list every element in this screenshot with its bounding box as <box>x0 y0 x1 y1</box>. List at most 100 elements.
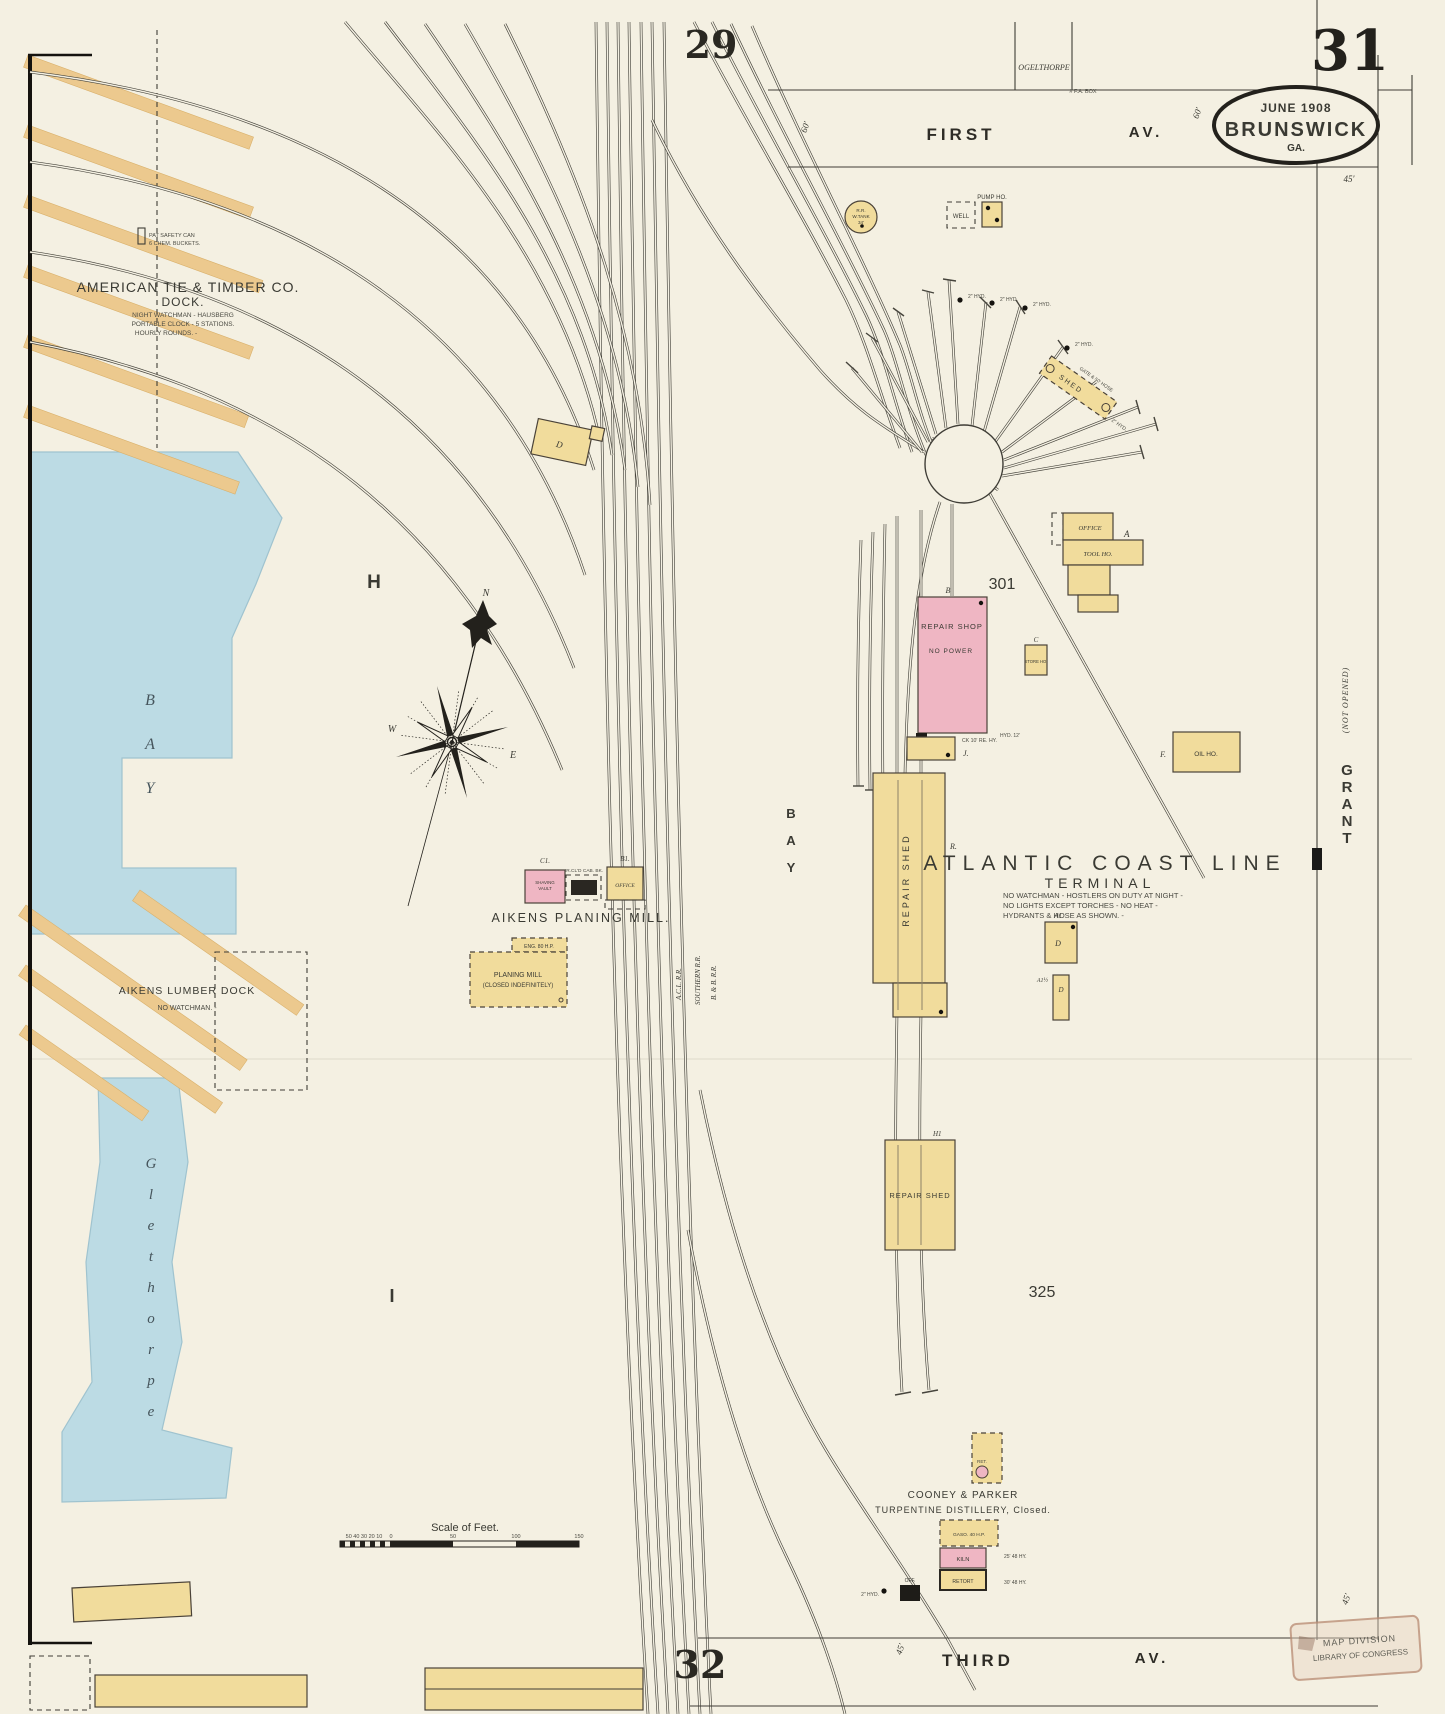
planing-mill-label: PLANING MILL <box>494 972 542 979</box>
shed <box>1038 355 1118 420</box>
block-325: 325 <box>1029 1284 1056 1301</box>
cooney-name-2: TURPENTINE DISTILLERY, Closed. <box>875 1505 1051 1515</box>
water-tank <box>844 200 878 234</box>
building-id-c1: C1. <box>540 857 550 865</box>
lumber-dock-dashed <box>214 951 308 1091</box>
ogelthorpe-street-label: OGELTHORPE <box>1018 63 1070 72</box>
shaving-vault-label-1: SHAVING <box>535 880 555 885</box>
scale-of-feet: Scale of Feet. 50 40 30 20 10 0 50 100 1… <box>339 1522 584 1548</box>
building-d-group: D <box>530 417 606 467</box>
width-60-left: 60' <box>799 119 812 134</box>
sheet-number: 31 <box>1311 18 1389 84</box>
width-45-grant-bottom: 45' <box>1340 1591 1353 1606</box>
building-j <box>906 736 956 761</box>
gaso-label: GASO. 40 H.P. <box>953 1532 985 1538</box>
block-i: I <box>389 1286 394 1306</box>
scale-title: Scale of Feet. <box>431 1522 499 1534</box>
compass-w: W <box>388 724 398 735</box>
shaving-vault <box>524 869 566 904</box>
street-lines <box>690 0 1413 1707</box>
safety-note-2: 6 CHEM. BUCKETS. <box>149 241 201 247</box>
width-60-right: 60' <box>1191 105 1204 120</box>
railroad-tracks <box>29 21 1206 1714</box>
scale-0: 0 <box>389 1534 392 1540</box>
building-id-b: B <box>946 586 951 595</box>
acl-note-1: NO WATCHMAN - HOSTLERS ON DUTY AT NIGHT … <box>1003 891 1183 900</box>
building-a1half <box>1052 974 1070 1021</box>
railroad-label-2: SOUTHERN R.R. <box>694 955 702 1005</box>
waterfront-building-2 <box>94 1674 308 1708</box>
third-avenue-label: THIRD <box>942 1651 1014 1670</box>
engine-house <box>511 937 568 953</box>
hyd-label-4: 2" HYD. <box>1075 342 1093 348</box>
third-avenue-av: AV. <box>1135 1650 1170 1667</box>
hydrant-dots <box>860 205 1076 1594</box>
width-45-grant-top: 45' <box>1344 174 1356 184</box>
scale-100: 100 <box>511 1534 520 1540</box>
library-stamp: MAP DIVISION LIBRARY OF CONGRESS <box>1289 1614 1423 1681</box>
city-name: BRUNSWICK <box>1225 119 1367 141</box>
ret-label: RET. <box>977 1459 987 1464</box>
paper-crease <box>30 1058 1412 1060</box>
lumber-dock-note: NO WATCHMAN. - <box>157 1005 217 1012</box>
building-id-a1half: A1½ <box>1036 977 1049 984</box>
building-id-r: R. <box>949 842 957 851</box>
kiln-hydrant-label: 2" HYD. <box>861 1592 879 1598</box>
store-house <box>1024 644 1048 676</box>
repair-shed-1-label: REPAIR SHED <box>901 833 911 926</box>
waterfront-building-1 <box>71 1581 193 1623</box>
engine-label: ENG. 80 H.P. <box>524 944 554 950</box>
building-id-h1: H1 <box>932 1130 942 1138</box>
compass-n: N <box>482 588 491 599</box>
pump-house-label: PUMP HO. <box>977 195 1007 201</box>
sheet-border-left <box>28 55 32 1645</box>
aikens-office-label: OFFICE <box>615 883 635 889</box>
planing-mill-building <box>469 951 568 1008</box>
creek-water <box>61 1077 233 1503</box>
building-id-f: F. <box>1159 750 1166 759</box>
retort-label: RETORT <box>952 1579 974 1585</box>
acl-office-complex: OFFICE TOOL HO. A <box>1051 512 1144 613</box>
pump-house <box>981 201 1003 228</box>
repair-shed-2 <box>884 1139 956 1251</box>
building-a1half-d: D <box>1057 986 1063 994</box>
repair-shop-no-power: NO POWER <box>929 648 973 655</box>
block-h: H <box>367 572 381 593</box>
kiln-label: KILN <box>957 1557 970 1563</box>
railroad-label-1: A.C.L. R.R. <box>675 968 683 1001</box>
first-avenue-av: AV. <box>1129 124 1164 141</box>
first-avenue-label: FIRST <box>926 125 995 144</box>
american-tie-dock: DOCK. <box>161 295 204 309</box>
grant-not-opened: (NOT OPENED) <box>1341 667 1350 733</box>
building-id-j: J. <box>963 749 969 758</box>
well <box>946 201 976 229</box>
stamp-mark <box>1297 1635 1316 1651</box>
title-oval <box>1212 85 1380 165</box>
scale-50: 50 <box>450 1534 456 1540</box>
acl-subtitle: TERMINAL <box>1045 875 1156 891</box>
repair-shop <box>917 596 988 734</box>
american-tie-note-3: HOURLY ROUNDS. - <box>135 330 197 337</box>
building-id-a: A <box>1123 529 1130 539</box>
repair-shed-1-annex <box>892 982 948 1018</box>
acl-office-label: OFFICE <box>1078 525 1101 532</box>
building-d-label: D <box>554 439 564 450</box>
repair-shed-1 <box>872 772 946 984</box>
acl-note-3: HYDRANTS & HOSE AS SHOWN. - <box>1003 911 1124 920</box>
hyd-label-3: 2" HYD. <box>1033 302 1051 308</box>
repair-shop-label: REPAIR SHOP <box>921 622 983 631</box>
cooney-name: COONEY & PARKER <box>908 1490 1019 1501</box>
off-label: OFF. <box>905 1578 916 1584</box>
cab-building <box>571 880 597 895</box>
planing-mill-group: C1. SHAVING VAULT IR.CL'D CAB. BK. B1. O… <box>469 855 671 1008</box>
scale-minor-labels: 50 40 30 20 10 <box>346 1534 383 1540</box>
compass-rose: N W E <box>388 588 516 907</box>
planing-mill-title: AIKENS PLANING MILL. <box>492 911 671 925</box>
store-house-label: STORE HO. <box>1025 659 1048 664</box>
hy30-note: 30' 48 HY. <box>1004 1580 1027 1586</box>
